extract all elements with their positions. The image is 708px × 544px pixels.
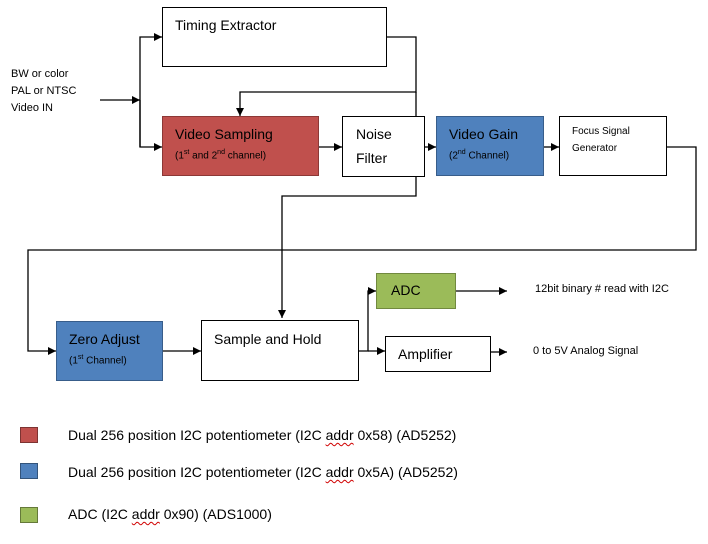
sample-and-hold-title: Sample and Hold bbox=[214, 331, 322, 347]
split-to-sampling bbox=[139, 100, 162, 151]
timing-extractor-title: Timing Extractor bbox=[175, 17, 277, 33]
sample-hold-to-adc bbox=[359, 287, 376, 352]
focus-signal-line2: Generator bbox=[572, 143, 618, 154]
legend-swatch-green bbox=[20, 507, 38, 523]
sample-and-hold-block: Sample and Hold bbox=[201, 320, 359, 381]
zero-adjust-block: Zero Adjust (1st Channel) bbox=[56, 321, 163, 381]
adc-block: ADC bbox=[376, 273, 456, 309]
split-to-timing bbox=[139, 33, 162, 147]
legend-item-red: Dual 256 position I2C potentiometer (I2C… bbox=[68, 427, 457, 443]
timing-extractor-block: Timing Extractor bbox=[162, 7, 387, 67]
amplifier-title: Amplifier bbox=[398, 346, 453, 362]
legend-swatch-red bbox=[20, 427, 38, 443]
video-gain-title: Video Gain bbox=[449, 126, 519, 142]
video-sampling-subtitle: (1st and 2nd channel) bbox=[175, 149, 267, 162]
legend-item-blue: Dual 256 position I2C potentiometer (I2C… bbox=[68, 464, 458, 480]
legend-item-green: ADC (I2C addr 0x90) (ADS1000) bbox=[68, 506, 272, 522]
digital-output-label: 12bit binary # read with I2C bbox=[535, 283, 669, 295]
amplifier-block: Amplifier bbox=[385, 336, 491, 372]
focus-signal-generator-block: Focus Signal Generator bbox=[559, 116, 667, 176]
input-label-line2: PAL or NTSC bbox=[11, 85, 77, 97]
noise-filter-block: Noise Filter bbox=[342, 116, 425, 177]
focus-to-zero bbox=[27, 146, 697, 355]
input-label-line1: BW or color bbox=[11, 68, 69, 80]
video-gain-block: Video Gain (2nd Channel) bbox=[436, 116, 544, 176]
noise-filter-line2: Filter bbox=[356, 150, 388, 166]
analog-output-label: 0 to 5V Analog Signal bbox=[533, 345, 639, 357]
noise-filter-line1: Noise bbox=[356, 126, 392, 142]
video-gain-subtitle: (2nd Channel) bbox=[449, 149, 510, 162]
legend-swatch-blue bbox=[20, 463, 38, 479]
input-label-line3: Video IN bbox=[11, 102, 53, 114]
zero-adjust-title: Zero Adjust bbox=[69, 331, 140, 347]
zero-adjust-subtitle: (1st Channel) bbox=[69, 354, 127, 367]
video-sampling-block: Video Sampling (1st and 2nd channel) bbox=[162, 116, 319, 176]
focus-signal-line1: Focus Signal bbox=[572, 126, 630, 137]
adc-title: ADC bbox=[391, 282, 421, 298]
video-sampling-title: Video Sampling bbox=[175, 126, 273, 142]
